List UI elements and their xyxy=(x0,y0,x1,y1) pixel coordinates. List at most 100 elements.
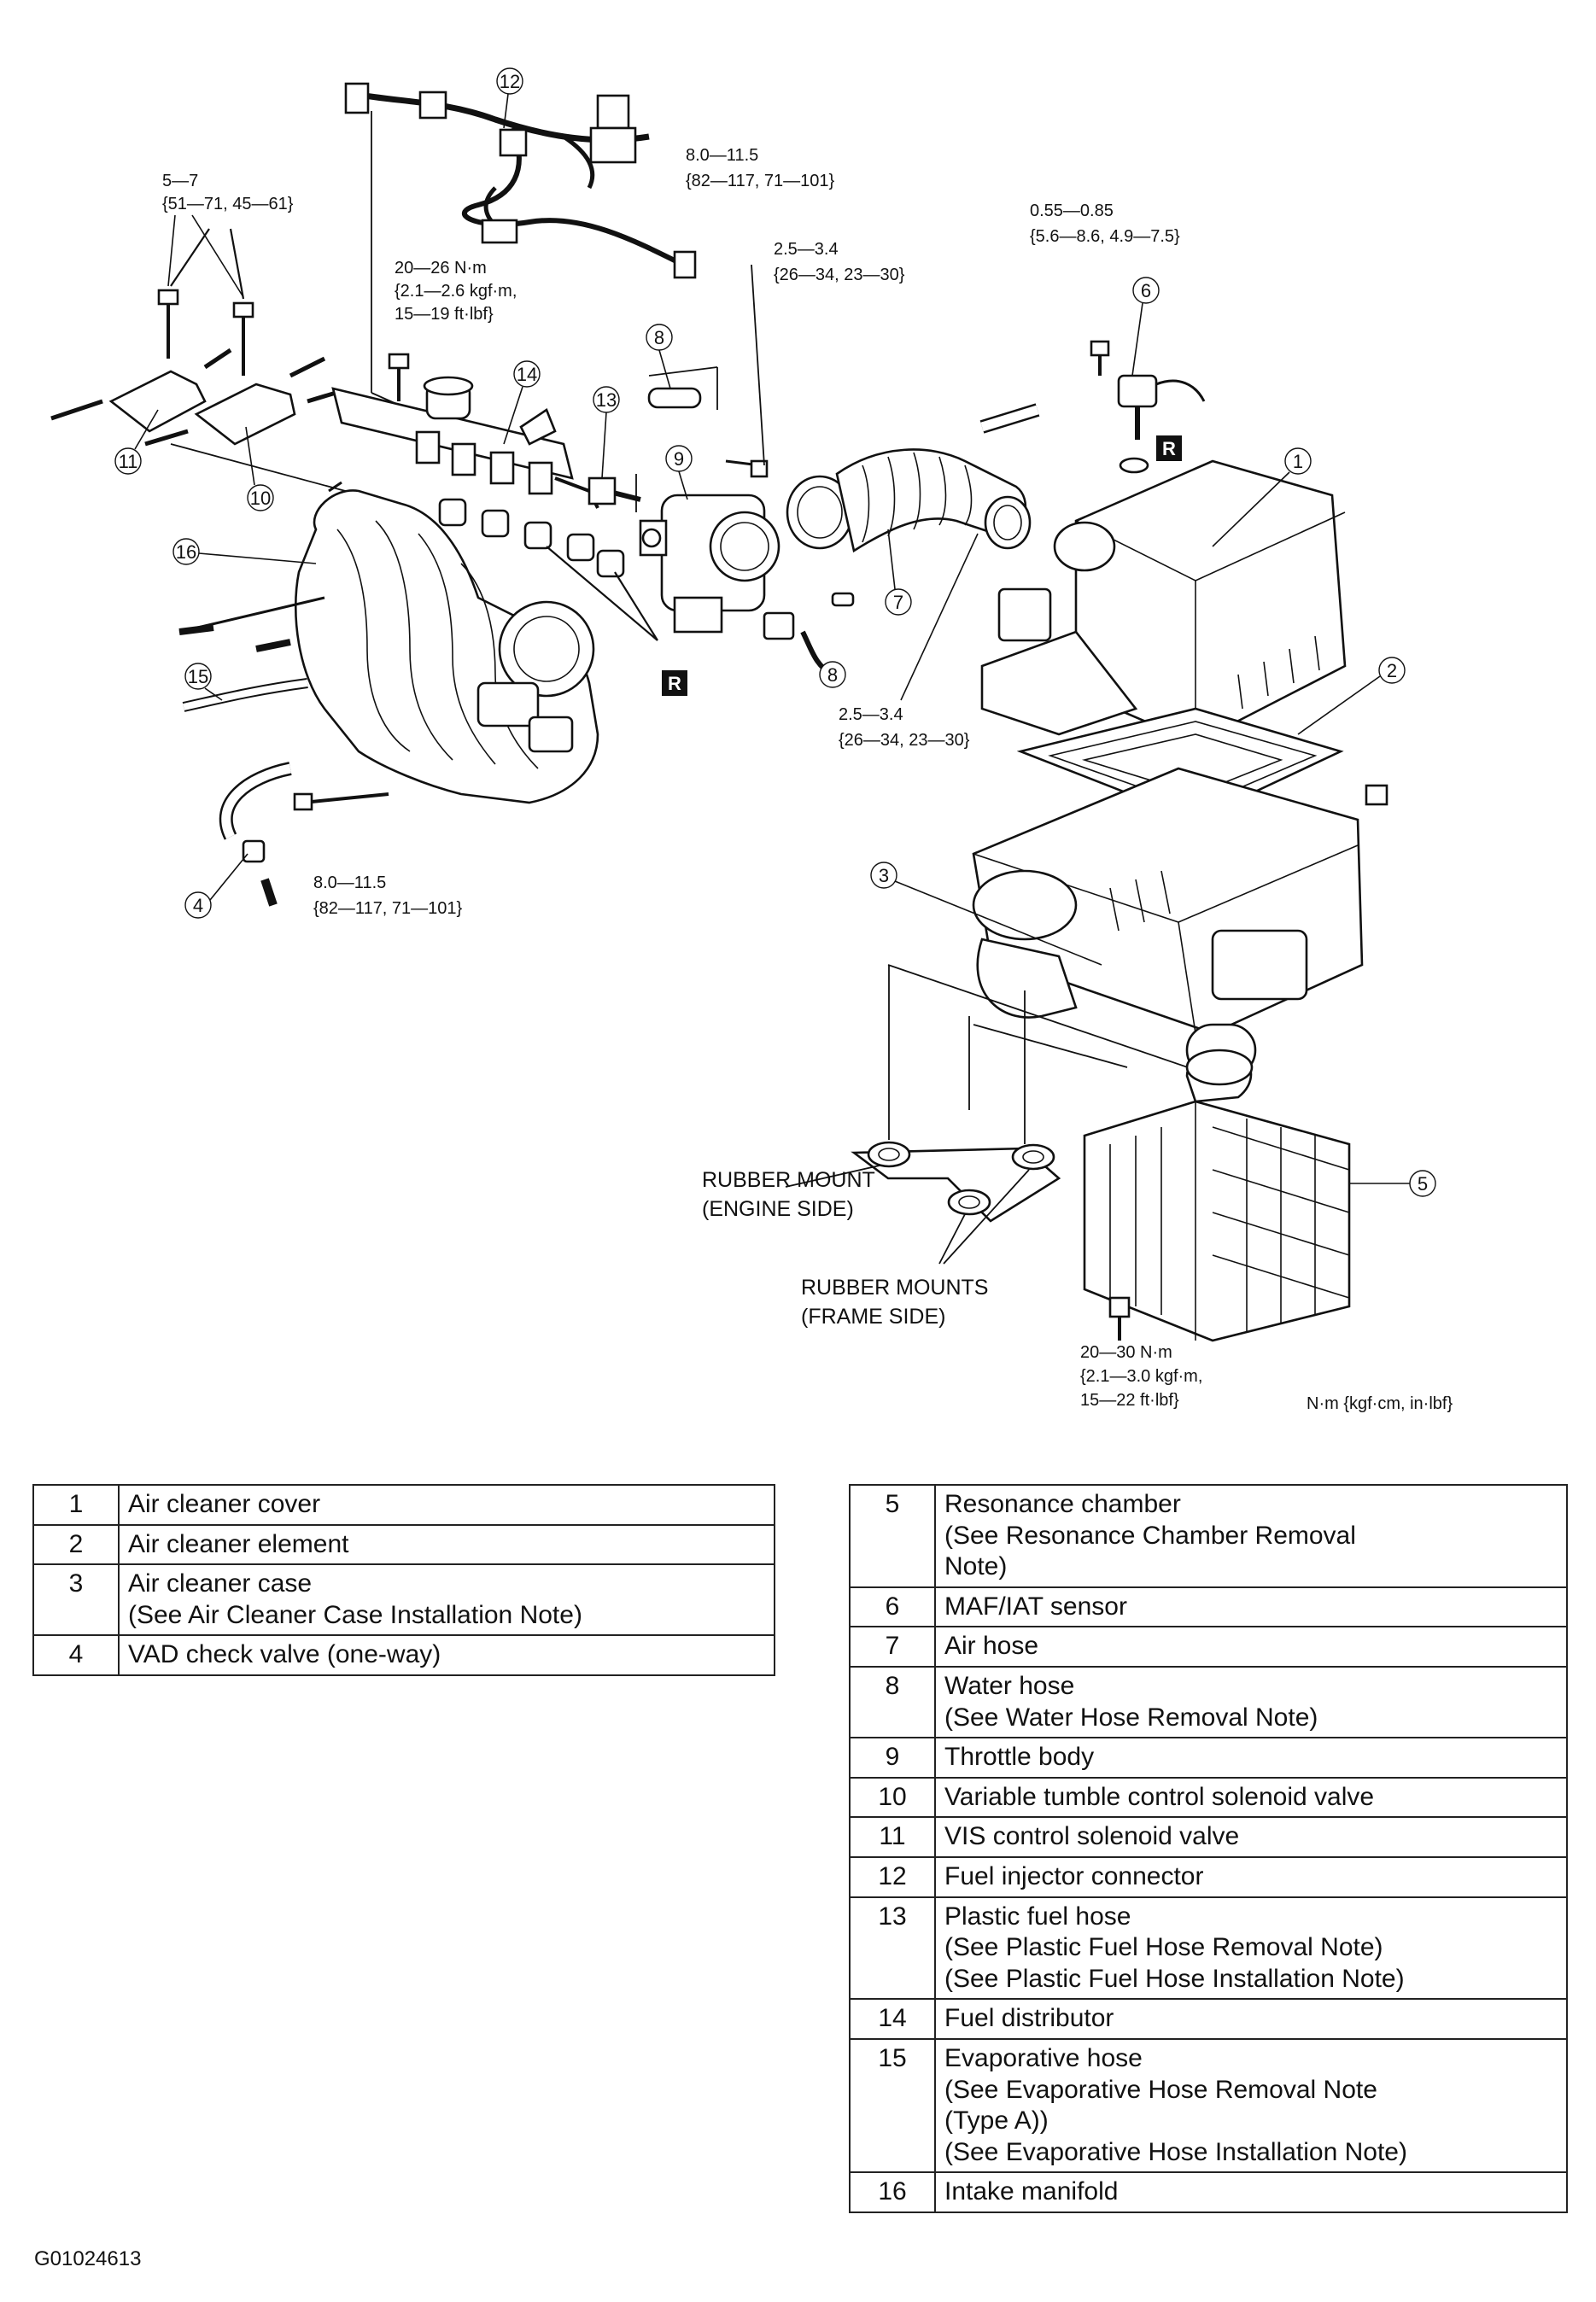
svg-text:15—22 ft·lbf}: 15—22 ft·lbf} xyxy=(1080,1391,1179,1410)
part-description-line: Note) xyxy=(944,1552,1008,1581)
water-hose-lower xyxy=(763,592,855,677)
svg-text:3: 3 xyxy=(879,865,889,886)
solenoid-valve-bolts xyxy=(157,228,410,401)
part-description-line: VAD check valve (one-way) xyxy=(128,1640,441,1669)
part-description: Air cleaner element xyxy=(118,1523,775,1566)
part-description-line: VIS control solenoid valve xyxy=(944,1822,1240,1851)
part-number: 6 xyxy=(849,1586,936,1628)
part-description-line: Intake manifold xyxy=(944,2177,1119,2206)
torque-injector: 20—26 N·m {2.1—2.6 kgf·m, 15—19 ft·lbf} xyxy=(395,259,517,324)
callout-6: 6 xyxy=(1131,277,1160,377)
part-description: MAF/IAT sensor xyxy=(934,1586,1568,1628)
air-hose xyxy=(786,448,1032,553)
part-number: 7 xyxy=(849,1626,936,1668)
callout-3: 3 xyxy=(870,862,1102,966)
part-description-line: (Type A)) xyxy=(944,2106,1049,2135)
callout-7: 7 xyxy=(885,529,912,616)
part-description: Plastic fuel hose(See Plastic Fuel Hose … xyxy=(934,1896,1568,2001)
fuel-distributor xyxy=(331,376,599,509)
callout-16: 16 xyxy=(172,538,317,565)
part-description-line: Evaporative hose xyxy=(944,2043,1143,2072)
torque-sensor: 0.55—0.85 {5.6—8.6, 4.9—7.5} xyxy=(1030,202,1180,246)
figure-id: G01024613 xyxy=(34,2247,142,2270)
svg-text:2.5—3.4: 2.5—3.4 xyxy=(774,240,839,259)
vad-check-valve xyxy=(219,762,292,907)
part-number: 2 xyxy=(32,1523,120,1566)
callout-9: 9 xyxy=(665,445,693,500)
callout-4: 4 xyxy=(184,853,248,919)
r-marker-gaskets: R xyxy=(662,670,687,696)
part-number: 3 xyxy=(32,1563,120,1637)
svg-text:8.0—11.5: 8.0—11.5 xyxy=(313,873,386,892)
part-description-line: Resonance chamber xyxy=(944,1490,1181,1518)
svg-text:13: 13 xyxy=(596,389,617,411)
torque-throttle-top: 8.0—11.5 {82—117, 71—101} xyxy=(686,146,835,190)
svg-text:(ENGINE SIDE): (ENGINE SIDE) xyxy=(702,1197,854,1221)
part-description: Water hose(See Water Hose Removal Note) xyxy=(934,1665,1568,1739)
torque-resonance: 20—30 N·m {2.1—3.0 kgf·m, 15—22 ft·lbf} xyxy=(1080,1343,1202,1410)
callout-12: 12 xyxy=(496,67,523,129)
svg-text:2.5—3.4: 2.5—3.4 xyxy=(839,705,903,724)
svg-text:RUBBER MOUNTS: RUBBER MOUNTS xyxy=(801,1276,988,1300)
callout-1: 1 xyxy=(1212,447,1312,547)
svg-text:7: 7 xyxy=(893,592,903,613)
svg-text:N·m {kgf·cm, in·lbf}: N·m {kgf·cm, in·lbf} xyxy=(1307,1394,1453,1413)
water-hose-upper xyxy=(647,366,718,410)
svg-text:{26—34, 23—30}: {26—34, 23—30} xyxy=(839,731,970,750)
svg-text:2: 2 xyxy=(1387,660,1397,681)
resonance-chamber xyxy=(1083,1049,1351,1342)
part-description: Variable tumble control solenoid valve xyxy=(934,1776,1568,1819)
part-description: VIS control solenoid valve xyxy=(934,1816,1568,1858)
rubber-mounts xyxy=(785,965,1061,1265)
svg-text:RUBBER MOUNT: RUBBER MOUNT xyxy=(702,1168,875,1192)
part-description-line: (See Evaporative Hose Removal Note xyxy=(944,2075,1377,2104)
label-units: N·m {kgf·cm, in·lbf} xyxy=(1307,1394,1453,1413)
part-description-line: Variable tumble control solenoid valve xyxy=(944,1782,1375,1811)
callout-8-lower: 8 xyxy=(819,661,846,688)
callout-5: 5 xyxy=(1349,1170,1436,1197)
svg-text:20—26 N·m: 20—26 N·m xyxy=(395,259,487,278)
callout-2: 2 xyxy=(1297,657,1406,735)
callout-14: 14 xyxy=(503,360,541,445)
part-description-line: (See Water Hose Removal Note) xyxy=(944,1703,1318,1732)
callout-11: 11 xyxy=(114,409,159,475)
svg-text:8.0—11.5: 8.0—11.5 xyxy=(686,146,758,165)
part-description: Evaporative hose (See Evaporative Hose Re… xyxy=(934,2037,1568,2174)
part-description-line: (See Plastic Fuel Hose Installation Note… xyxy=(944,1964,1405,1993)
part-description: Resonance chamber(See Resonance Chamber … xyxy=(934,1484,1568,1588)
part-description-line: Fuel distributor xyxy=(944,2004,1114,2033)
svg-text:15—19 ft·lbf}: 15—19 ft·lbf} xyxy=(395,305,494,324)
svg-text:15: 15 xyxy=(188,666,208,687)
part-description: Air cleaner case(See Air Cleaner Case In… xyxy=(118,1563,775,1637)
table-row: 2 Air cleaner element xyxy=(32,1523,775,1566)
solenoid-valves xyxy=(50,348,394,505)
label-rubber-mount-engine: RUBBER MOUNT (ENGINE SIDE) xyxy=(702,1168,875,1221)
svg-text:20—30 N·m: 20—30 N·m xyxy=(1080,1343,1172,1362)
svg-text:{82—117, 71—101}: {82—117, 71—101} xyxy=(313,899,463,918)
maf-connector-hose xyxy=(979,403,1040,434)
intake-manifold xyxy=(295,481,599,804)
part-number: 15 xyxy=(849,2037,936,2174)
svg-text:R: R xyxy=(1162,438,1176,459)
evaporative-hose xyxy=(178,596,325,712)
callout-10: 10 xyxy=(245,426,274,511)
part-description: Fuel injector connector xyxy=(934,1855,1568,1898)
maf-iat-sensor xyxy=(1090,340,1206,474)
r-marker-sensor: R xyxy=(1156,435,1182,461)
svg-text:9: 9 xyxy=(674,448,684,470)
part-description-line: Air cleaner cover xyxy=(128,1490,321,1518)
part-description-line: Air cleaner element xyxy=(128,1529,349,1558)
part-number: 12 xyxy=(849,1855,936,1898)
table-row: 15 Evaporative hose (See Evaporative Hose … xyxy=(849,2037,1568,2174)
callout-13: 13 xyxy=(593,386,620,479)
